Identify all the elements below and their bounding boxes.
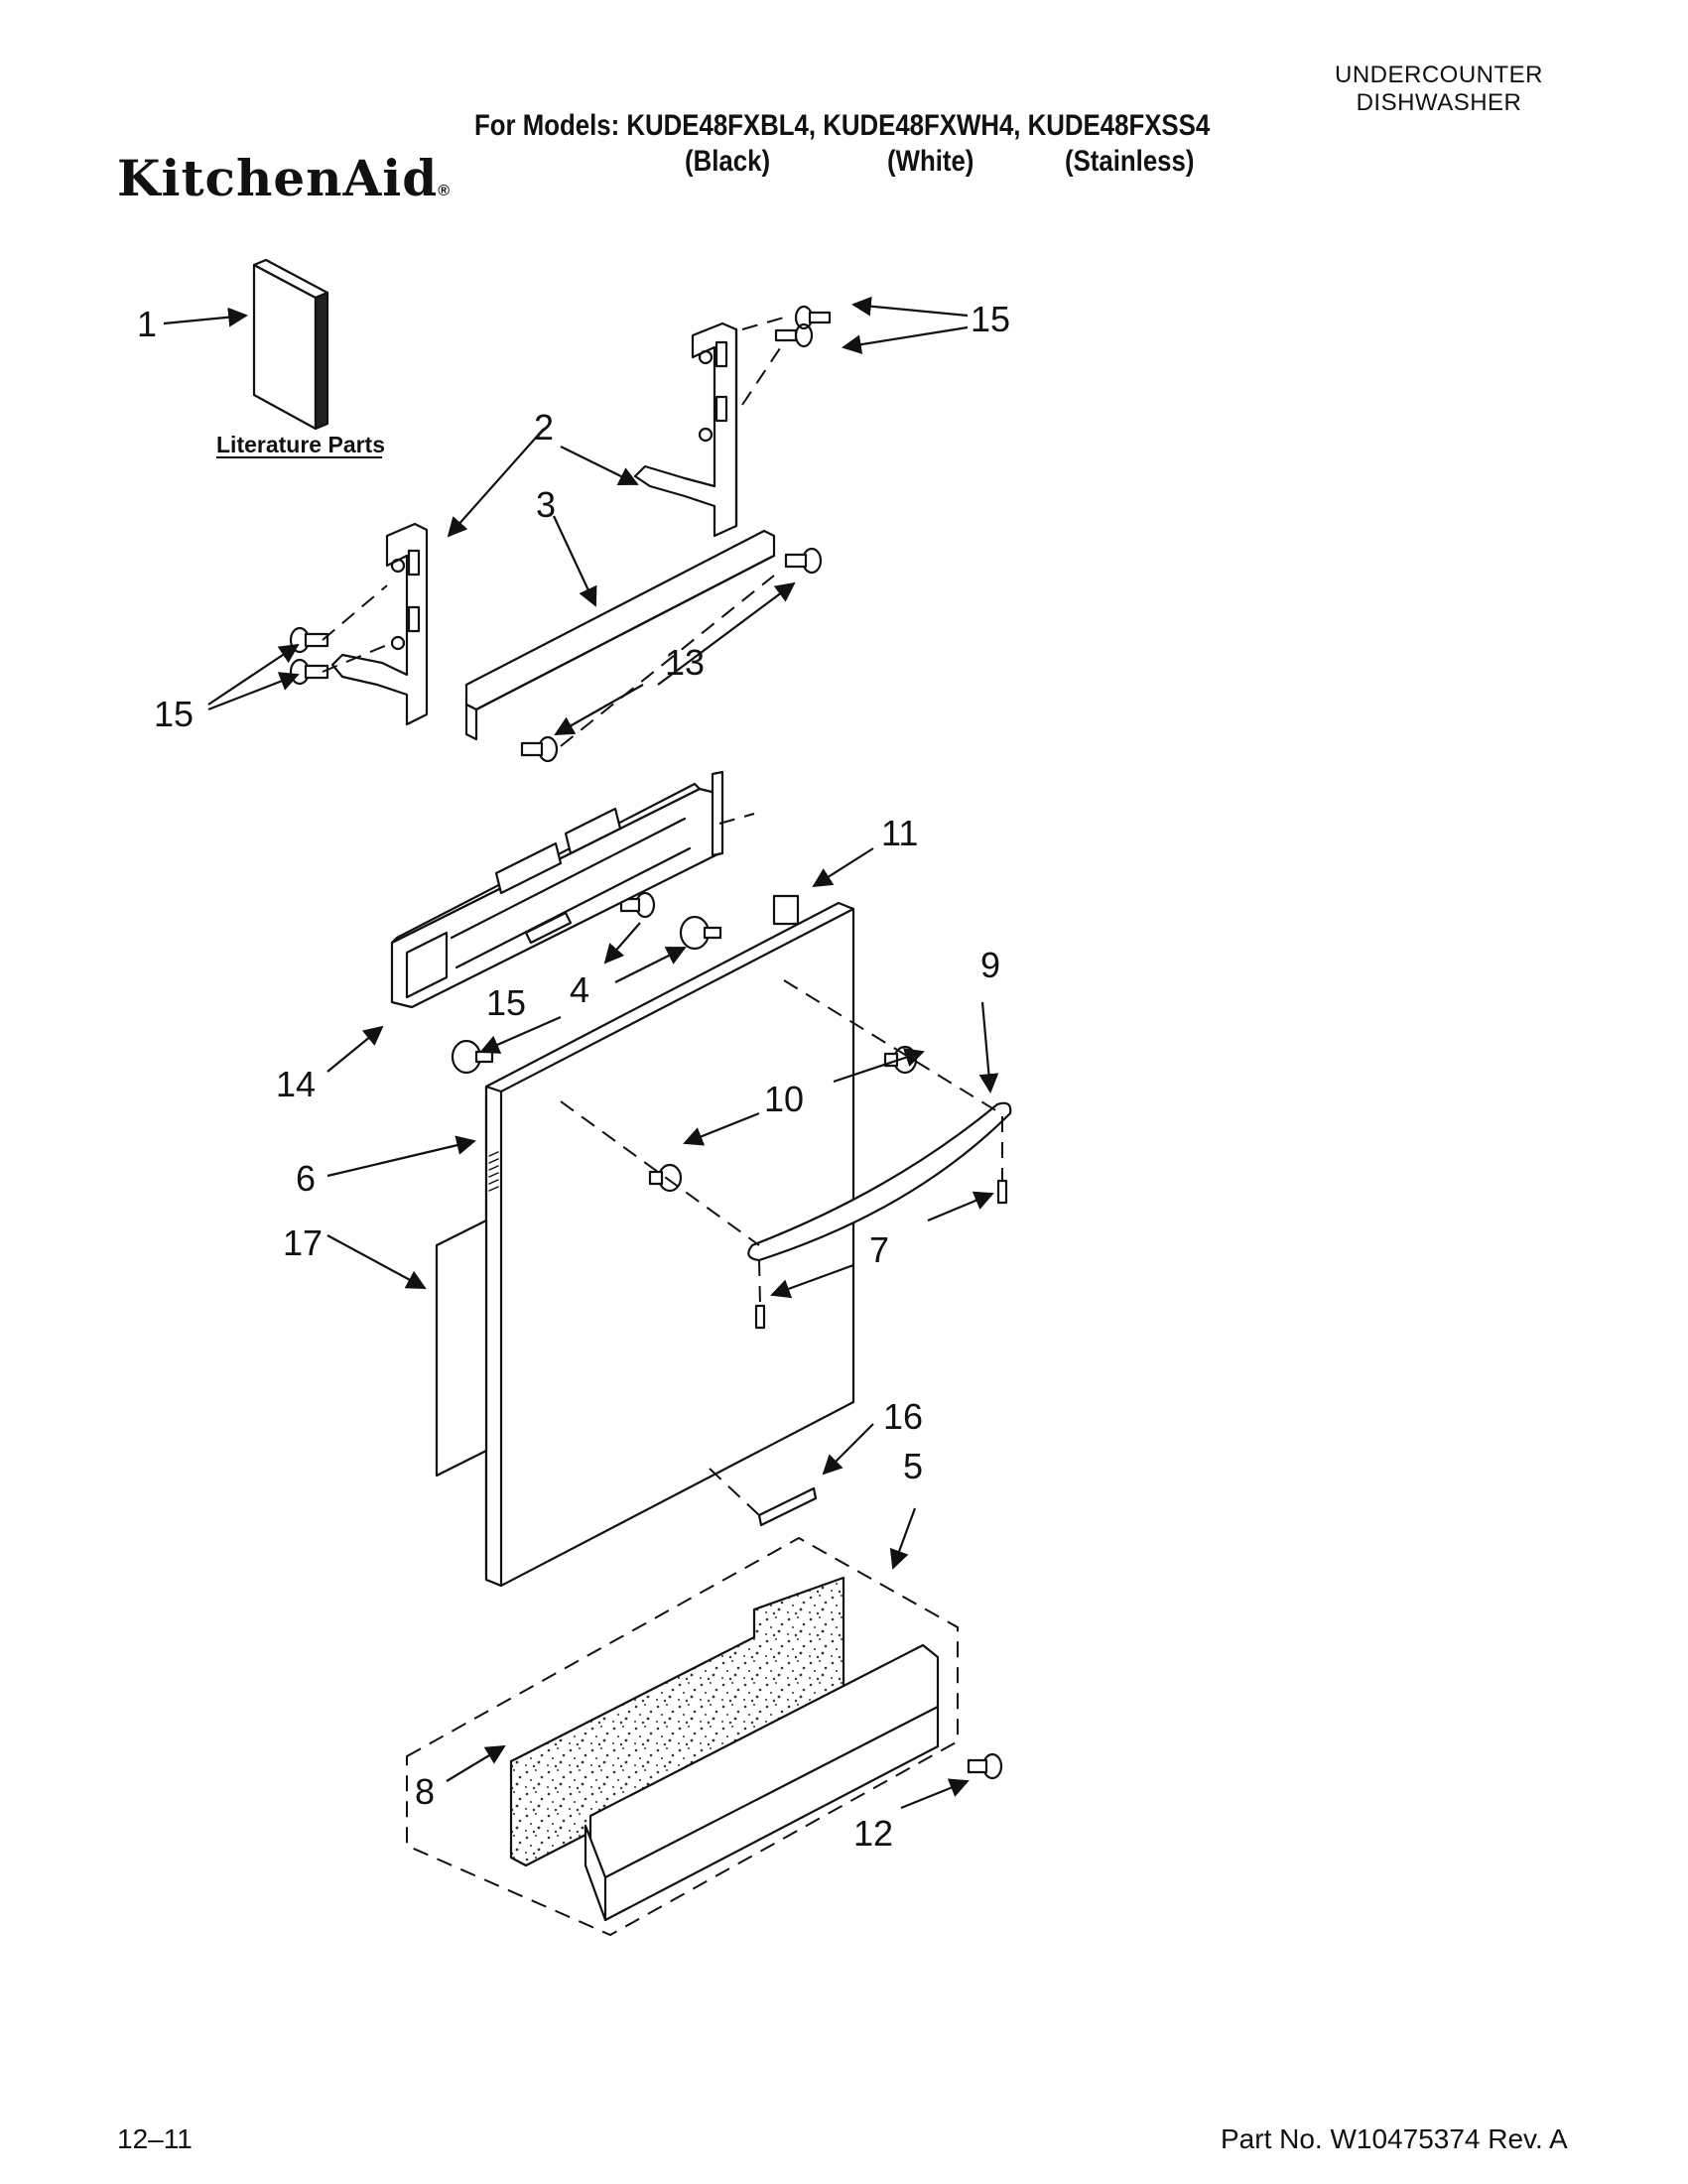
door-hinge-bracket-lower xyxy=(330,522,429,726)
appliance-category: UNDERCOUNTER DISHWASHER xyxy=(1295,62,1583,117)
callout-15-top: 15 xyxy=(971,299,1010,339)
literature-parts-label: Literature Parts xyxy=(216,432,385,457)
category-line-1: UNDERCOUNTER xyxy=(1335,62,1543,88)
door-insulation-part xyxy=(435,1219,488,1477)
callout-16: 16 xyxy=(883,1396,923,1437)
callout-15-left: 15 xyxy=(154,694,194,734)
door-channel-part xyxy=(464,529,776,741)
callout-2: 2 xyxy=(534,407,554,448)
handle-pin-left xyxy=(754,1304,766,1330)
brand-logo-text: KitchenAid xyxy=(117,149,439,207)
door-clip-part xyxy=(772,894,800,926)
callout-15-center: 15 xyxy=(486,982,526,1023)
callout-8: 8 xyxy=(415,1771,435,1812)
callout-7: 7 xyxy=(869,1229,889,1270)
category-line-2: DISHWASHER xyxy=(1356,89,1522,116)
outer-door-panel xyxy=(484,901,855,1588)
variant-stainless: (Stainless) xyxy=(1065,145,1195,178)
callout-14: 14 xyxy=(276,1064,316,1104)
literature-booklet-part xyxy=(252,258,329,431)
handle-pin-right xyxy=(996,1179,1008,1205)
door-handle-part xyxy=(747,1101,1012,1262)
screw-group xyxy=(289,305,832,919)
part-number: Part No. W10475374 Rev. A xyxy=(1221,2123,1568,2154)
door-spacer-part xyxy=(451,915,722,1075)
callout-13: 13 xyxy=(665,642,705,683)
callout-11: 11 xyxy=(881,813,918,853)
callout-3: 3 xyxy=(536,484,556,525)
registered-mark: ® xyxy=(438,183,452,199)
variant-black: (Black) xyxy=(685,145,771,178)
callout-9: 9 xyxy=(980,945,1000,985)
models-label: For Models: KUDE48FXBL4, KUDE48FXWH4, KU… xyxy=(474,109,1211,142)
callout-12: 12 xyxy=(853,1813,893,1854)
date-code: 12–11 xyxy=(117,2123,193,2154)
callout-4: 4 xyxy=(570,969,589,1010)
control-panel-assembly xyxy=(390,770,724,1009)
variant-white: (White) xyxy=(887,145,974,178)
callout-5: 5 xyxy=(903,1446,923,1486)
callout-6: 6 xyxy=(296,1158,316,1199)
door-badge-part xyxy=(757,1486,818,1527)
callout-1: 1 xyxy=(137,304,157,344)
door-hinge-bracket-upper xyxy=(633,321,738,538)
brand-logo: KitchenAid® xyxy=(117,149,451,207)
callout-17: 17 xyxy=(283,1222,323,1263)
toe-panel-kit xyxy=(509,1576,1003,1922)
callout-10: 10 xyxy=(764,1079,804,1119)
